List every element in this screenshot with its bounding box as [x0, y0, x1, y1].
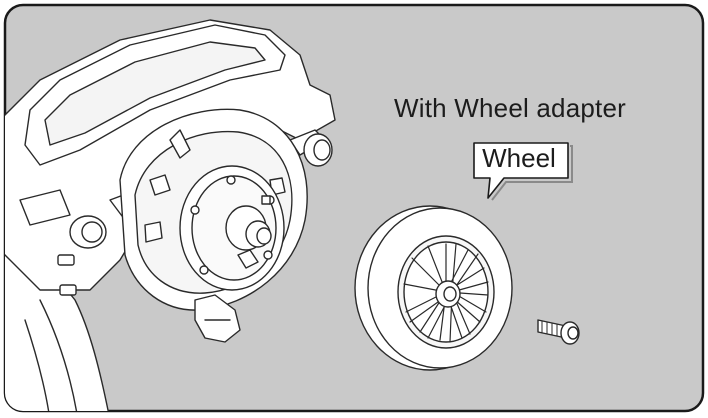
- wheel-callout-box: [473, 142, 573, 201]
- wheel-drawing: [354, 205, 513, 371]
- caption-with-wheel-adapter: With Wheel adapter: [394, 93, 626, 123]
- transmitter-drawing: [5, 19, 336, 411]
- screw-drawing: [537, 319, 580, 345]
- wheel-callout-label: Wheel: [482, 143, 556, 173]
